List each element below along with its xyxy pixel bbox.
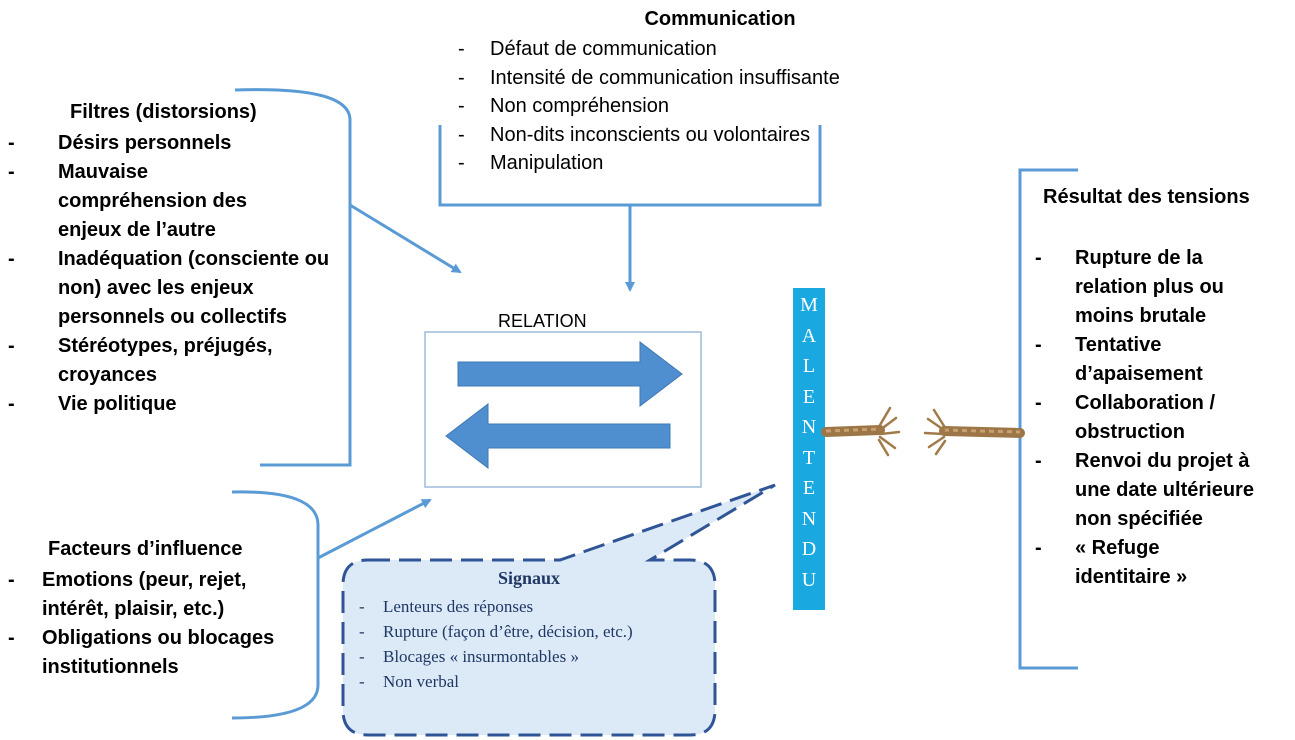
filters-title: Filtres (distorsions) xyxy=(70,101,257,123)
banner-letter: E xyxy=(802,385,816,408)
list-item: Emotions (peur, rejet, intérêt, plaisir,… xyxy=(0,566,272,624)
right-arrow xyxy=(457,340,683,408)
banner-letter: L xyxy=(802,355,816,377)
relation-label: RELATION xyxy=(498,311,587,331)
influence-arrow xyxy=(317,498,432,560)
communication-title: Communication xyxy=(644,8,796,30)
list-item: Manipulation xyxy=(440,149,940,178)
list-item: Défaut de communication xyxy=(440,35,940,64)
signals-title: Signaux xyxy=(497,568,561,588)
list-item: Inadéquation (consciente ou non) avec le… xyxy=(0,245,333,332)
results-bracket xyxy=(1018,168,1078,670)
filters-list: Désirs personnels Mauvaise compréhension… xyxy=(0,129,330,419)
malentendu-banner xyxy=(793,288,825,610)
results-title: Résultat des tensions xyxy=(1043,186,1250,208)
banner-letter: U xyxy=(801,568,817,591)
list-item: Non compréhension xyxy=(440,92,940,121)
list-item: Collaboration / obstruction xyxy=(1027,389,1230,447)
malentendu-word: M A L E N T E N D U xyxy=(793,290,825,595)
banner-letter: A xyxy=(801,324,817,347)
list-item: Tentative d’apaisement xyxy=(1027,331,1230,389)
list-item: Obligations ou blocages institutionnels xyxy=(0,624,292,682)
list-item: Intensité de communication insuffisante xyxy=(440,64,940,93)
list-item: « Refuge identitaire » xyxy=(1027,534,1235,592)
banner-letter: T xyxy=(802,446,816,469)
list-item: Rupture de la relation plus ou moins bru… xyxy=(1027,244,1230,331)
filters-bracket xyxy=(234,88,352,467)
list-item: Lenteurs des réponses xyxy=(345,594,705,619)
relation-box xyxy=(424,331,702,488)
communication-list: Défaut de communication Intensité de com… xyxy=(440,35,940,178)
signals-list: Lenteurs des réponses Rupture (façon d’ê… xyxy=(345,594,705,694)
banner-letter: N xyxy=(801,507,817,530)
filters-arrow xyxy=(349,203,462,274)
influence-bracket xyxy=(231,490,320,720)
list-item: Désirs personnels xyxy=(0,129,330,158)
list-item: Rupture (façon d’être, décision, etc.) xyxy=(345,619,703,644)
list-item: Renvoi du projet à une date ultérieure n… xyxy=(1027,447,1280,534)
banner-letter: E xyxy=(802,477,816,499)
list-item: Non verbal xyxy=(345,669,705,694)
list-item: Non-dits inconscients ou volontaires xyxy=(440,121,940,150)
list-item: Blocages « insurmontables » xyxy=(345,644,705,669)
rope-icon xyxy=(821,406,1025,457)
list-item: Stéréotypes, préjugés, croyances xyxy=(0,332,308,390)
banner-letter: M xyxy=(800,294,818,316)
results-list: Rupture de la relation plus ou moins bru… xyxy=(1027,244,1295,592)
influence-list: Emotions (peur, rejet, intérêt, plaisir,… xyxy=(0,566,310,682)
influence-title: Facteurs d’influence xyxy=(48,538,243,560)
banner-letter: D xyxy=(801,538,817,560)
list-item: Mauvaise compréhension des enjeux de l’a… xyxy=(0,158,268,245)
banner-letter: N xyxy=(801,416,817,438)
left-arrow xyxy=(445,402,671,470)
list-item: Vie politique xyxy=(0,390,330,419)
